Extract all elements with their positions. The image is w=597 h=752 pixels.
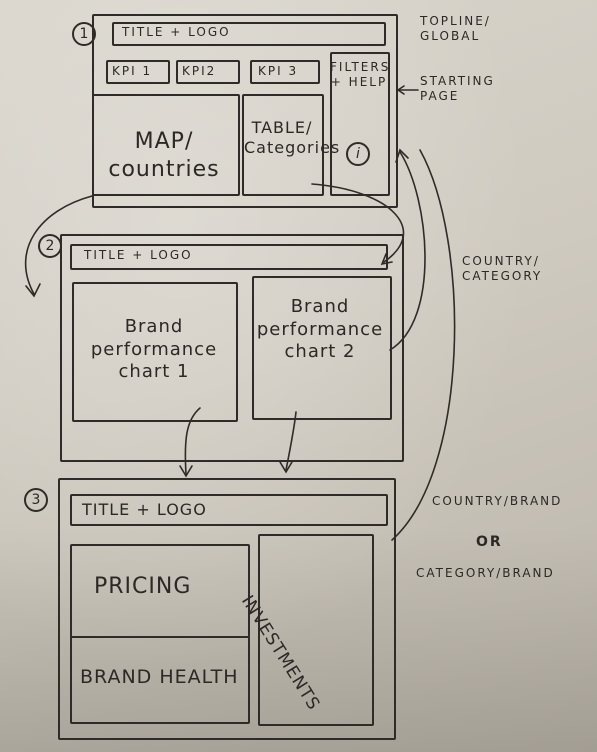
starting-page-note: STARTING PAGE	[420, 74, 495, 103]
kpi-2-label: KPI2	[182, 64, 217, 78]
page2-to-page1-arrowhead	[395, 148, 409, 163]
page-3-side-note-1: COUNTRY/BRAND	[432, 494, 563, 508]
table-to-page2-arrow	[311, 183, 405, 263]
kpi-1-label: KPI 1	[112, 64, 153, 78]
page-3-title: TITLE + LOGO	[82, 500, 207, 519]
page1-to-page2-arrowhead	[25, 283, 41, 298]
chart1-to-page3-arrow	[184, 407, 201, 475]
chart1-to-page3-arrowhead	[179, 465, 193, 478]
brand-health-panel	[70, 636, 250, 724]
starting-page-arrowhead	[396, 85, 405, 95]
kpi-3-box	[250, 60, 320, 84]
table-to-page2-arrowhead	[380, 253, 393, 266]
page-2-frame	[60, 234, 404, 462]
kpi-1-box	[106, 60, 170, 84]
investments-panel	[258, 534, 374, 726]
pricing-label: PRICING	[94, 574, 192, 599]
chart2-to-page3-arrowhead	[279, 461, 293, 474]
page-1-number: 1	[72, 22, 96, 46]
page-3-number: 3	[24, 488, 48, 512]
brand-chart-2-label: Brand performance chart 2	[256, 296, 384, 362]
page-2-title-bar	[70, 244, 388, 270]
page-3-side-note-2: CATEGORY/BRAND	[416, 566, 555, 580]
page-1-title: TITLE + LOGO	[122, 25, 231, 39]
filters-label: FILTERS + HELP	[330, 60, 391, 89]
chart2-to-page3-arrow	[285, 411, 297, 471]
kpi-3-label: KPI 3	[258, 64, 299, 78]
kpi-2-box	[176, 60, 240, 84]
page-1-title-bar	[112, 22, 386, 46]
brand-chart-1-panel	[72, 282, 238, 422]
help-icon[interactable]: i	[346, 142, 370, 166]
page3-to-page1-arrow	[391, 149, 456, 541]
brand-chart-2-panel	[252, 276, 392, 420]
table-panel	[242, 94, 324, 196]
page-2-title: TITLE + LOGO	[84, 248, 193, 262]
brand-chart-1-label: Brand performance chart 1	[90, 316, 218, 382]
page1-to-page2-arrow	[24, 195, 93, 295]
page-2-side-note: COUNTRY/ CATEGORY	[462, 254, 543, 283]
table-label: TABLE/ Categories	[244, 118, 341, 157]
page-1-side-note: TOPLINE/ GLOBAL	[420, 14, 491, 43]
page-3-frame	[58, 478, 396, 740]
map-panel	[92, 94, 240, 196]
brand-health-label: BRAND HEALTH	[80, 666, 239, 688]
page-3-title-bar	[70, 494, 388, 526]
filters-panel	[330, 52, 390, 196]
page-3-side-note-or: OR	[476, 534, 503, 550]
page2-to-page1-arrow	[389, 151, 426, 351]
map-label: MAP/ countries	[108, 129, 220, 182]
